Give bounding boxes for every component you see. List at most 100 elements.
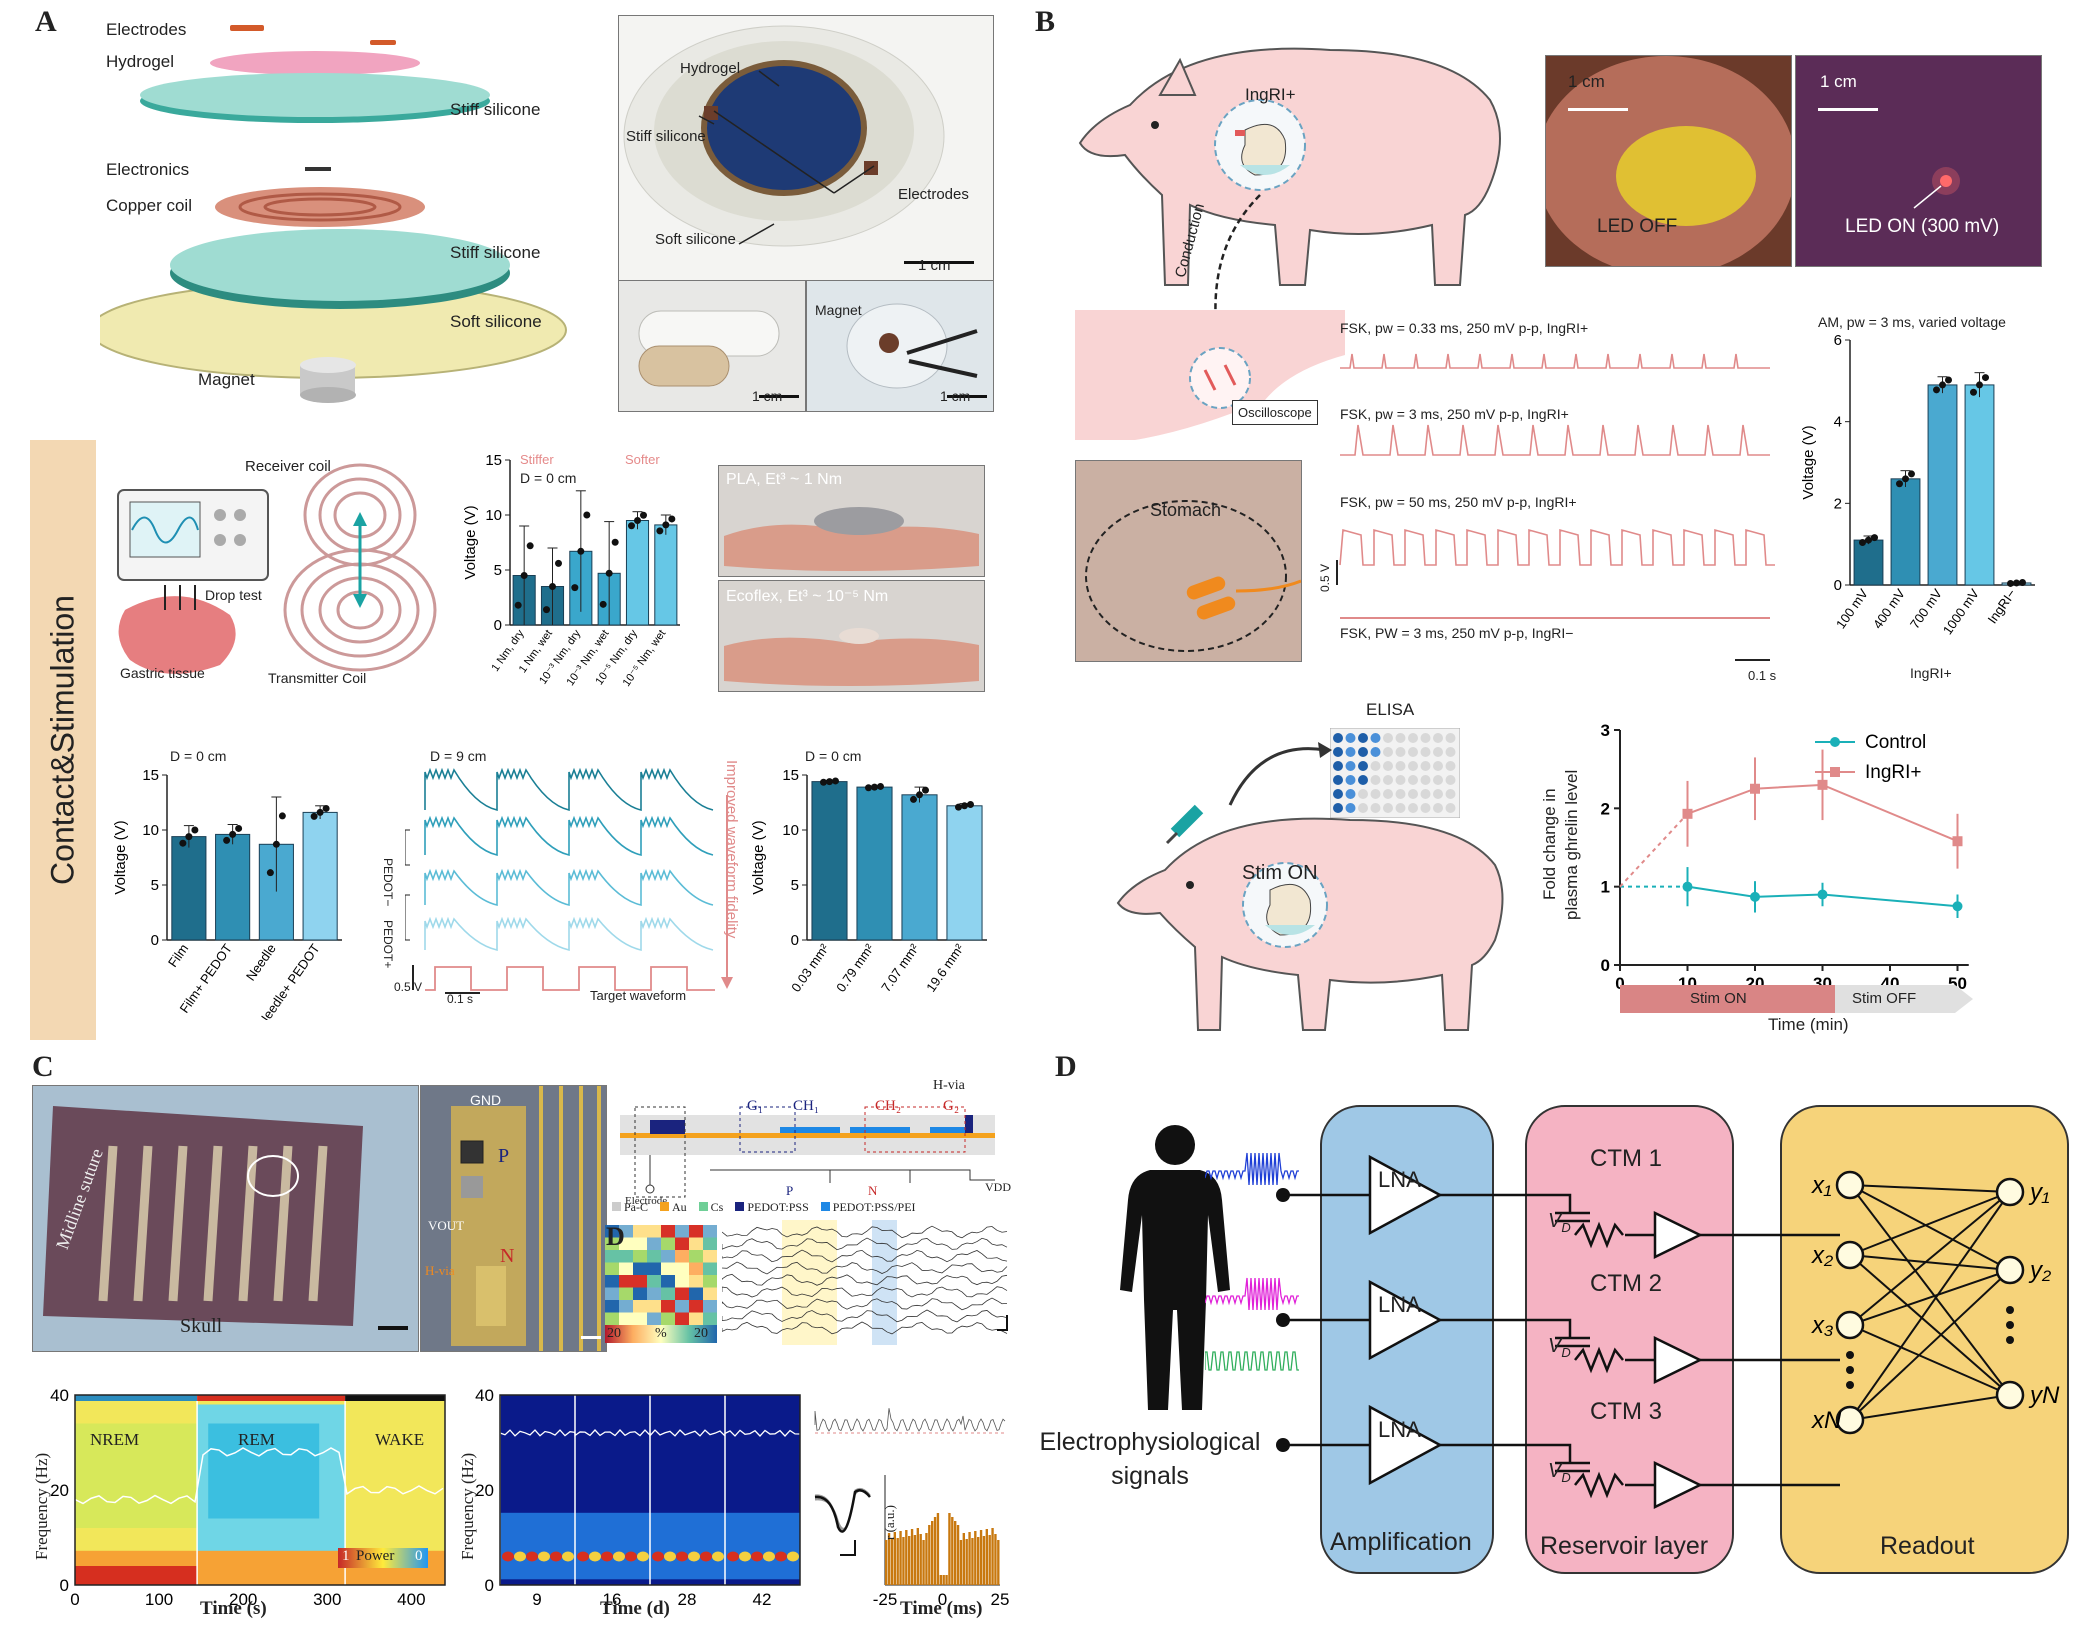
readout-weight <box>1849 1394 2011 1421</box>
legend-pac-label: Pa-C <box>624 1200 648 1214</box>
lna-amplifier <box>1368 1154 1443 1236</box>
readout-output-node <box>1995 1255 2025 1285</box>
autocorrelogram-bar <box>982 1536 986 1585</box>
elisa-well <box>1345 733 1356 743</box>
readout-output-node <box>1995 1177 2025 1207</box>
spectrogram-burst <box>538 1551 550 1562</box>
heat-cell <box>633 1225 647 1238</box>
data-point <box>955 803 962 811</box>
heat-cell <box>661 1250 675 1263</box>
human-silhouette <box>1120 1125 1230 1410</box>
data-point <box>871 783 878 791</box>
autocorrelogram-bar <box>939 1575 942 1585</box>
spike-waveform <box>814 1489 871 1529</box>
magnet-photo-scale: 1 cm <box>940 388 971 404</box>
scale-bar <box>997 1315 1008 1331</box>
data-point <box>278 812 286 820</box>
heat-cell <box>647 1287 661 1300</box>
magnet-photo-label: Magnet <box>815 302 862 318</box>
x-tick-label: 300 <box>313 1590 341 1609</box>
autocorrelogram-bar <box>951 1517 954 1585</box>
syringe <box>1165 804 1204 845</box>
heat-cell <box>661 1225 675 1238</box>
spectrogram-burst <box>550 1551 562 1562</box>
data-point <box>1902 475 1909 483</box>
readout-weight <box>1849 1269 2011 1326</box>
spectrogram-burst <box>712 1551 724 1562</box>
elisa-well <box>1445 761 1456 771</box>
elisa-well <box>1358 775 1368 785</box>
trace-1-label: FSK, pw = 0.33 ms, 250 mV p-p, IngRI+ <box>1340 320 1589 336</box>
elisa-well <box>1358 761 1368 771</box>
spec1-xlabel: Time (s) <box>200 1598 267 1619</box>
chip-photo-art <box>421 1086 606 1351</box>
elisa-well <box>1358 747 1368 757</box>
data-point <box>820 778 827 786</box>
endo-on-label: LED ON (300 mV) <box>1845 216 2000 237</box>
x-tick-label: IngRI− <box>1984 586 2018 626</box>
heatmap-min: 20 <box>607 1326 621 1341</box>
waveform-trace <box>424 868 714 907</box>
heat-cell <box>703 1250 717 1263</box>
target-waveform <box>425 966 715 991</box>
power-trace <box>574 1429 651 1437</box>
x-tick-label: 28 <box>678 1590 697 1609</box>
stim-on-bar-label: Stim ON <box>1690 990 1747 1007</box>
ecoflex-label: Ecoflex, Et³ ~ 10⁻⁵ Nm <box>726 588 889 605</box>
legend-pedotpss-label: PEDOT:PSS <box>747 1200 809 1214</box>
lna-label-1: LNA <box>1378 1167 1421 1192</box>
heat-cell <box>689 1262 703 1275</box>
pig-illustration-top <box>1078 47 1501 286</box>
elisa-well <box>1345 747 1356 757</box>
data-point <box>656 527 664 535</box>
endoscopy-led-on-art <box>1796 56 2041 266</box>
data-point <box>555 559 562 567</box>
ellipsis-dot <box>1846 1381 1854 1389</box>
readout-input-label: x₃ <box>1811 1312 1834 1339</box>
x-tick-label: 7.07 mm² <box>878 941 922 995</box>
x-tick-label: 0 <box>1615 974 1624 993</box>
y-tick-label: 15 <box>782 767 799 784</box>
trace-2-label: FSK, pw = 3 ms, 250 mV p-p, IngRI+ <box>1340 406 1569 422</box>
reservoir-label: Reservoir layer <box>1540 1532 1709 1560</box>
am-chart-title: AM, pw = 3 ms, varied voltage <box>1818 314 2006 330</box>
data-point <box>1896 480 1903 488</box>
readout-weight <box>1849 1324 2011 1396</box>
plot-frame <box>499 1394 801 1586</box>
elisa-well <box>1395 775 1406 785</box>
series-baseline-link <box>1619 813 1689 888</box>
ellipsis-dot <box>1846 1351 1854 1359</box>
stiffness-stiffer: Stiffer <box>520 452 554 467</box>
endo-off-label: LED OFF <box>1597 216 1678 237</box>
legend-item-pac: Pa-C <box>612 1200 648 1215</box>
spectrogram-burst <box>763 1551 775 1562</box>
chip-gnd: GND <box>470 1092 502 1108</box>
vd-2-v: V <box>1548 1335 1562 1357</box>
trace-scale-t: 0.1 s <box>1748 668 1777 683</box>
label-receiver-coil: Receiver coil <box>245 458 331 475</box>
y-tick-label: 10 <box>142 822 159 839</box>
label-copper-coil: Copper coil <box>106 196 192 215</box>
waveform-target: Target waveform <box>590 988 687 1003</box>
stack-g1: G₁ <box>747 1098 764 1114</box>
heatmap-tag: D <box>606 1222 625 1251</box>
heat-cell <box>675 1287 689 1300</box>
autocorrelogram-bar <box>933 1517 937 1585</box>
autocorrelogram-bar <box>968 1532 971 1585</box>
waveform-trace <box>424 916 714 952</box>
data-point <box>322 804 330 812</box>
waveform-pedot-plus: PEDOT+ <box>381 920 395 969</box>
signals-label: Electrophysiological signals <box>1039 1428 1261 1490</box>
plot-frame <box>74 1394 446 1586</box>
data-point <box>916 791 923 799</box>
contact-stimulation-sidebar: Contact&Stimulation <box>30 440 96 1040</box>
y-tick-label: 5 <box>791 877 799 894</box>
y-axis-label: Voltage (V) <box>1800 425 1817 499</box>
x-tick-label: 700 mV <box>1907 586 1945 632</box>
x-tick-label: 0 <box>70 1590 79 1609</box>
heat-cell <box>619 1300 633 1313</box>
bio-signal-trace <box>1205 1351 1299 1371</box>
theta-ratio-trace <box>74 1447 444 1505</box>
